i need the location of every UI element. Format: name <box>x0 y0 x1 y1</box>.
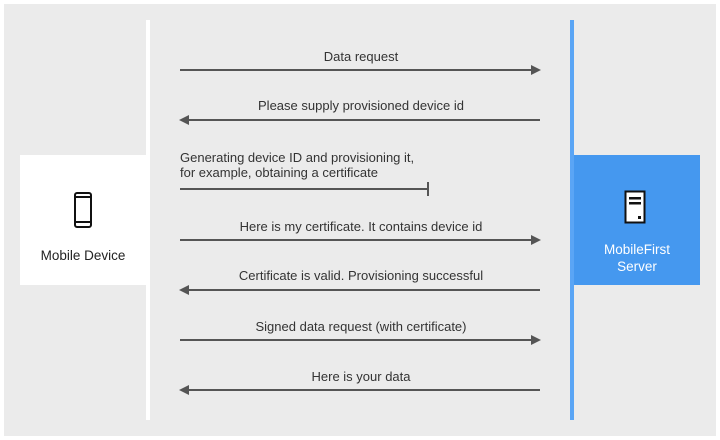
message-4-arrow <box>180 235 541 245</box>
mobile-device-label: Mobile Device <box>40 248 126 263</box>
mobile-device-participant: Mobile Device <box>20 155 146 285</box>
message-2-arrow <box>179 115 540 125</box>
server-label-line2: Server <box>617 259 657 274</box>
message-3-self-arrow <box>180 182 429 196</box>
message-6-arrow <box>180 335 541 345</box>
message-6-label: Signed data request (with certificate) <box>255 319 467 334</box>
mobile-phone-icon <box>74 192 92 228</box>
message-3-label-line1: Generating device ID and provisioning it… <box>180 150 415 165</box>
message-3-label-line2: for example, obtaining a certificate <box>180 165 378 180</box>
server-icon <box>624 190 646 224</box>
server-lifeline <box>570 20 574 420</box>
server-label-line1: MobileFirst <box>603 242 670 257</box>
message-1-label: Data request <box>323 49 399 64</box>
message-4-label: Here is my certificate. It contains devi… <box>239 219 483 234</box>
message-2-label: Please supply provisioned device id <box>258 98 464 113</box>
message-3-label: Generating device ID and provisioning it… <box>180 150 542 180</box>
message-5-arrow <box>179 285 540 295</box>
mobile-device-lifeline <box>146 20 150 420</box>
message-7-arrow <box>179 385 540 395</box>
message-5-label: Certificate is valid. Provisioning succe… <box>238 268 484 283</box>
message-1-arrow <box>180 65 541 75</box>
message-7-label: Here is your data <box>311 369 411 384</box>
mobilefirst-server-participant: MobileFirst Server <box>574 155 700 285</box>
server-label: MobileFirst Server <box>574 241 700 275</box>
